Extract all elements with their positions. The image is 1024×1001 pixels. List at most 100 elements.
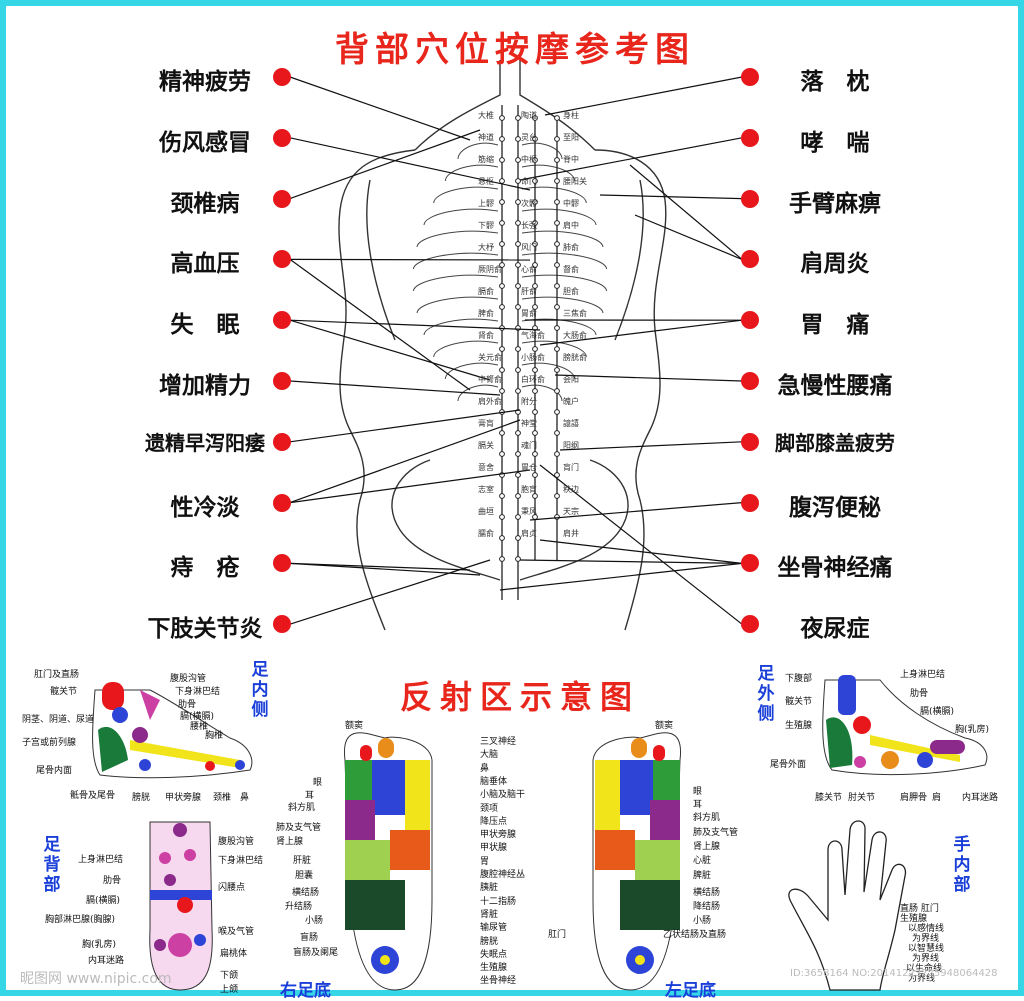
right-symptom-dot xyxy=(741,68,759,86)
acupoint-label: 胞肓 xyxy=(521,484,537,495)
acupoint-label: 脾俞 xyxy=(478,308,494,319)
acupoint-marker xyxy=(555,221,560,226)
right-sole-side-label: 胆囊 xyxy=(295,868,313,881)
leader-line xyxy=(290,259,530,260)
left-symptom-dot xyxy=(273,372,291,390)
acupoint-label: 肝俞 xyxy=(521,286,537,297)
acupoint-label: 臑俞 xyxy=(478,528,494,539)
acupoint-marker xyxy=(555,515,560,520)
acupoint-label: 膈关 xyxy=(478,440,494,451)
sole-center-label: 甲状旁腺 xyxy=(480,827,516,840)
acupoint-marker xyxy=(500,368,505,373)
right-symptom-label: 夜尿症 xyxy=(770,609,900,643)
foot-back-label: 腹股沟管 xyxy=(218,834,254,847)
acupoint-label: 膏肓 xyxy=(478,418,494,429)
leader-line xyxy=(290,381,500,395)
left-symptom-dot xyxy=(273,129,291,147)
acupoint-label: 阳纲 xyxy=(563,440,579,451)
acupoint-label: 下髎 xyxy=(478,220,494,231)
acupoint-marker xyxy=(516,347,521,352)
foot-back-label: 膈(横膈) xyxy=(86,893,120,906)
acupoint-label: 腰阳关 xyxy=(563,176,587,187)
left-symptom-label: 失 眠 xyxy=(140,305,270,339)
leader-line xyxy=(530,503,742,520)
leader-line xyxy=(290,259,470,390)
acupoint-marker xyxy=(500,515,505,520)
right-symptom-label: 胃 痛 xyxy=(770,305,900,339)
watermark-right: ID:3658164 NO:20141223225948064428 xyxy=(790,968,998,979)
reflex-chart-title: 反射区示意图 xyxy=(370,672,670,718)
right-sole-illustration xyxy=(344,733,432,990)
sole-center-label: 腹腔神经丛 xyxy=(480,867,525,880)
foot-outer-label: 肘关节 xyxy=(848,790,875,803)
left-sole-side-label: 肾上腺 xyxy=(693,839,720,852)
foot-back-label: 扁桃体 xyxy=(220,946,247,959)
left-symptom-dot xyxy=(273,190,291,208)
acupoint-label: 肩外俞 xyxy=(478,396,502,407)
left-sole-side-label: 横结肠 xyxy=(693,885,720,898)
acupoint-label: 大肠俞 xyxy=(563,330,587,341)
left-sole-side-label: 眼 xyxy=(693,784,702,797)
acupoint-marker xyxy=(500,284,505,289)
left-symptom-label: 高血压 xyxy=(140,244,270,278)
acupoint-marker xyxy=(516,284,521,289)
acupoint-marker xyxy=(500,494,505,499)
leader-line xyxy=(290,130,480,199)
acupoint-marker xyxy=(500,305,505,310)
acupoint-marker xyxy=(533,389,538,394)
foot-back-illustration xyxy=(150,822,213,990)
acupoint-marker xyxy=(500,452,505,457)
leader-line xyxy=(500,563,742,590)
acupoint-marker xyxy=(500,536,505,541)
acupoint-label: 意舍 xyxy=(478,462,494,473)
sole-center-label: 脑垂体 xyxy=(480,774,507,787)
acupoint-label: 三焦俞 xyxy=(563,308,587,319)
leader-line xyxy=(630,165,742,259)
foot-back-label: 下身淋巴结 xyxy=(218,853,263,866)
acupoint-marker xyxy=(516,494,521,499)
foot-back-label: 胸(乳房) xyxy=(82,937,116,950)
right-symptom-label: 脚部膝盖疲劳 xyxy=(770,427,900,456)
foot-inner-label: 骶骨及尾骨 xyxy=(70,788,115,801)
left-sole-side-label: 耳 xyxy=(693,797,702,810)
acupoint-marker xyxy=(516,179,521,184)
left-symptom-label: 下肢关节炎 xyxy=(140,609,270,643)
acupoint-marker xyxy=(533,410,538,415)
acupoint-marker xyxy=(516,515,521,520)
hand-heading: 手内部 xyxy=(952,835,972,895)
acupoint-label: 胃俞 xyxy=(521,308,537,319)
leader-line xyxy=(520,138,742,180)
acupoint-marker xyxy=(500,137,505,142)
acupoint-marker xyxy=(555,179,560,184)
acupoint-marker xyxy=(555,389,560,394)
foot-back-label: 闪腰点 xyxy=(218,880,245,893)
acupoint-marker xyxy=(500,557,505,562)
foot-inner-label: 颈椎 xyxy=(213,790,231,803)
acupoint-label: 至阳 xyxy=(563,132,579,143)
right-symptom-label: 坐骨神经痛 xyxy=(770,548,900,582)
acupoint-marker xyxy=(516,116,521,121)
acupoint-label: 会阳 xyxy=(563,374,579,385)
acupoint-label: 肾俞 xyxy=(478,330,494,341)
right-sole-side-label: 盲肠及阑尾 xyxy=(293,945,338,958)
leader-line xyxy=(290,470,530,503)
acupoint-marker xyxy=(555,326,560,331)
left-symptom-dot xyxy=(273,68,291,86)
left-symptom-dot xyxy=(273,494,291,512)
left-sole-illustration xyxy=(593,733,681,990)
left-sole-side-label: 小肠 xyxy=(693,913,711,926)
acupoint-label: 附分 xyxy=(521,396,537,407)
foot-back-label: 上身淋巴结 xyxy=(78,852,123,865)
acupoint-label: 神堂 xyxy=(521,418,537,429)
leader-line xyxy=(635,215,742,259)
right-symptom-label: 肩周炎 xyxy=(770,244,900,278)
left-symptom-label: 增加精力 xyxy=(140,366,270,400)
acupoint-marker xyxy=(533,452,538,457)
right-symptom-dot xyxy=(741,494,759,512)
acupoint-label: 中髎 xyxy=(563,198,579,209)
acupoint-marker xyxy=(533,368,538,373)
acupoint-label: 中膂俞 xyxy=(478,374,502,385)
acupoint-label: 心俞 xyxy=(521,264,537,275)
right-sole-side-label: 肾上腺 xyxy=(276,834,303,847)
acupoint-label: 悬枢 xyxy=(478,176,494,187)
